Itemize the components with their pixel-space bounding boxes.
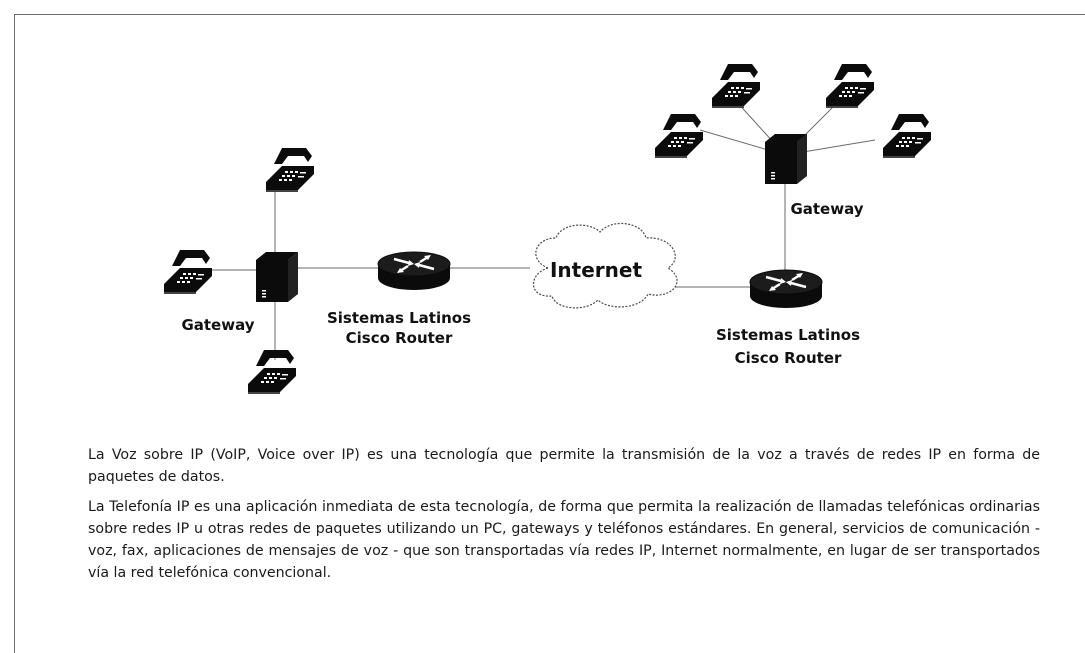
paragraph-voip-definition: La Voz sobre IP (VoIP, Voice over IP) es… (88, 447, 1040, 485)
telephone-icon (164, 250, 212, 294)
internet-label: Internet (550, 258, 642, 282)
left-router-label-line1: Sistemas Latinos (327, 309, 471, 327)
left-router-label-line2: Cisco Router (346, 329, 453, 347)
internet-cloud-icon: Internet (532, 222, 678, 309)
router-icon (376, 250, 452, 292)
left-gateway-label: Gateway (181, 316, 254, 334)
right-router-label-line2: Cisco Router (735, 349, 842, 367)
telephone-icon (712, 64, 760, 108)
telephone-icon (266, 148, 314, 192)
telephone-icon (883, 114, 931, 158)
right-gateway-label: Gateway (790, 200, 863, 218)
description-text: La Voz sobre IP (VoIP, Voice over IP) es… (88, 444, 1040, 592)
router-icon (748, 268, 824, 310)
paragraph-ip-telephony: La Telefonía IP es una aplicación inmedi… (88, 499, 1040, 581)
page-frame (14, 14, 1085, 653)
telephone-icon (655, 114, 703, 158)
gateway-icon (765, 134, 807, 184)
telephone-icon (826, 64, 874, 108)
right-router-label-line1: Sistemas Latinos (716, 326, 860, 344)
telephone-icon (248, 350, 296, 394)
gateway-icon (256, 252, 298, 302)
voip-network-diagram: Internet Gateway Sistemas Latinos Cisco … (164, 64, 931, 394)
